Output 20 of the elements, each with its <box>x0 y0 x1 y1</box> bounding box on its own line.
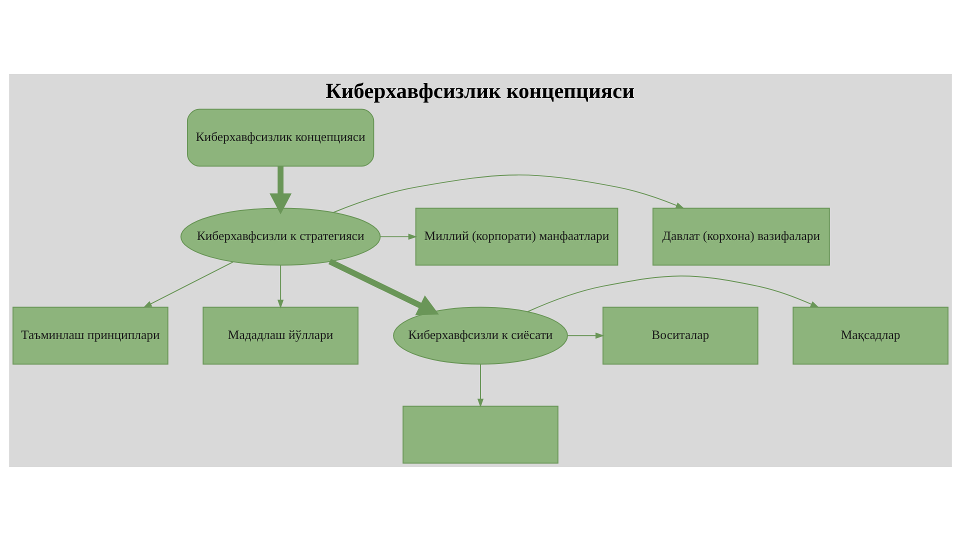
arrow <box>380 233 418 240</box>
arrow <box>328 258 439 315</box>
diagram-title: Киберхавфсизлик концепцияси <box>326 78 635 103</box>
node-box: Таъминлаш принциплари <box>12 306 168 364</box>
node-ellipse: Киберхавфсизли к стратегияси <box>180 207 381 266</box>
node-box: Давлат (корхона) вазифалари <box>652 207 830 266</box>
node-box: Киберхавфсизлик концепцияси <box>186 108 374 166</box>
arrow <box>477 363 484 408</box>
node-ellipse: Киберхавфсизли к сиёсати <box>393 306 568 364</box>
node-box: Воситалар <box>602 306 758 364</box>
arrow <box>332 174 685 212</box>
arrow <box>567 332 604 338</box>
node-box: Мақсадлар <box>792 306 948 364</box>
arrow <box>277 264 284 308</box>
node-box: Миллий (корпорати) манфаатлари <box>415 207 618 266</box>
arrow <box>527 274 820 312</box>
node-box <box>402 405 558 464</box>
arrow <box>270 166 292 214</box>
arrow <box>143 260 234 308</box>
node-box: Мададлаш йўллари <box>202 306 358 364</box>
